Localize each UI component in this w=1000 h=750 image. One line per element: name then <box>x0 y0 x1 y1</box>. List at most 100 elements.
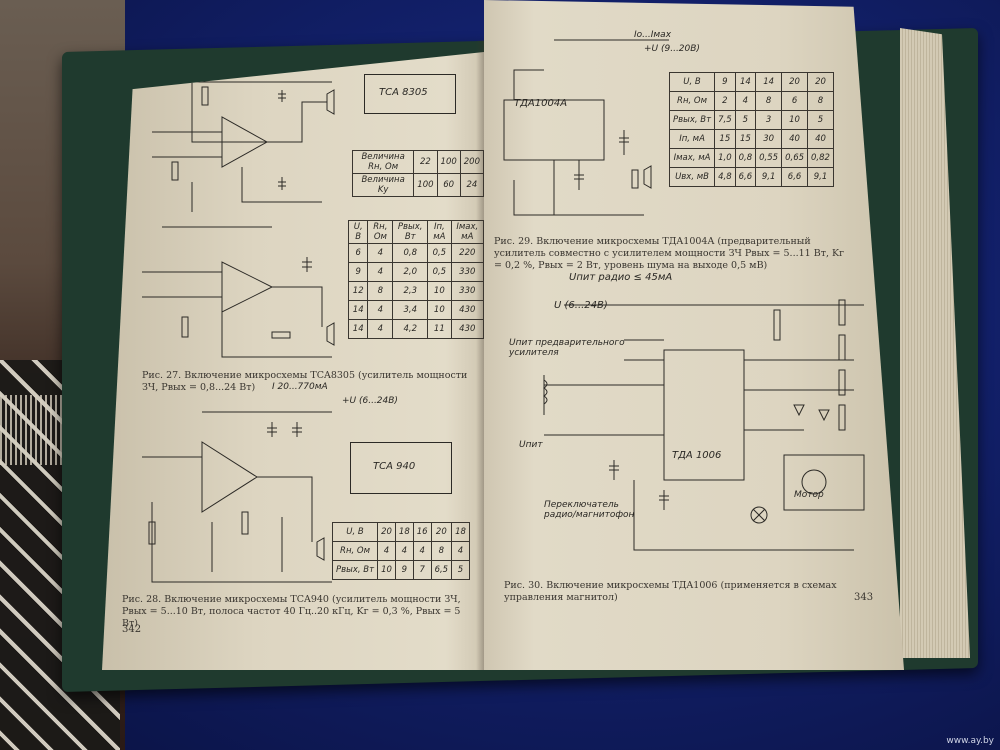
table-cell: 0,5 <box>427 262 452 282</box>
table-cell: 200 <box>459 150 484 174</box>
chip-tca940: TCA 940 <box>350 442 452 494</box>
fig28-caption: Рис. 28. Включение микросхемы TCA940 (ус… <box>122 594 461 629</box>
table-cell: Iп, мА <box>427 220 452 244</box>
table-cell: Rн, Ом <box>367 220 394 244</box>
table-cell: 4 <box>367 319 394 339</box>
table-cell: 6 <box>781 91 809 111</box>
table-cell: 18 <box>451 522 470 542</box>
table-cell: 9,1 <box>755 167 783 187</box>
fig27-caption: Рис. 27. Включение микросхемы TCA8305 (у… <box>142 370 468 393</box>
table-cell: 8 <box>430 541 453 561</box>
chip-tca940-label: TCA 940 <box>373 461 416 472</box>
table-cell: 4 <box>734 91 757 111</box>
table-cell: Величина Rн, Ом <box>351 150 415 174</box>
schematic-fig27 <box>152 81 335 212</box>
radio-power-label: Uпит радио ≤ 45мА <box>569 272 673 283</box>
table-cell: 9,1 <box>807 167 834 187</box>
table-cell: 40 <box>807 129 834 149</box>
chip-tca8305: TCA 8305 <box>364 74 456 114</box>
table-cell: Rн, Ом <box>331 541 379 561</box>
table-cell: Iмах, мА <box>450 220 484 244</box>
table-cell: Величина Kу <box>351 173 415 197</box>
table-cell: 100 <box>413 173 438 197</box>
table-cell: 8 <box>367 281 394 301</box>
table-cell: 15 <box>714 129 736 149</box>
table-cell: 4,8 <box>714 167 736 187</box>
input-supply-label: Uпит <box>519 440 543 450</box>
table-cell: 1,0 <box>714 148 736 168</box>
table-cell: 100 <box>436 150 461 174</box>
table-cell: 16 <box>412 522 432 542</box>
table-cell: 6,5 <box>430 560 453 580</box>
table-cell: 4 <box>451 541 470 561</box>
table-cell: 14 <box>755 72 783 92</box>
table-cell: 6,6 <box>734 167 757 187</box>
watermark: www.ay.by <box>946 736 994 746</box>
motor-label: Мотор <box>794 490 824 500</box>
table-cell: 6,6 <box>781 167 809 187</box>
table-cell: 4 <box>367 243 394 263</box>
table-cell: 10 <box>427 300 452 320</box>
table-cell: 22 <box>413 150 438 174</box>
table-cell: 4,2 <box>392 319 429 339</box>
table-cell: 9 <box>714 72 736 92</box>
table-cell: 15 <box>734 129 757 149</box>
top-current-label: Iо...Iмах <box>634 30 672 40</box>
table-cell: 7 <box>412 560 432 580</box>
table-cell: 20 <box>430 522 453 542</box>
table-cell: 60 <box>436 173 461 197</box>
chip-tda1004a-label: TДA1004A <box>514 98 568 109</box>
preamp-supply-label: Uпит предварительного усилителя <box>509 338 625 358</box>
switch-label: Переключатель радио/магнитофон <box>544 500 635 520</box>
table-cell: Pвых, Вт <box>392 220 429 244</box>
table-cell: 30 <box>755 129 783 149</box>
table-cell: 0,5 <box>427 243 452 263</box>
table-cell: 14 <box>734 72 757 92</box>
table-cell: Iп, мА <box>668 129 716 149</box>
table-cell: Rн, Ом <box>668 91 716 111</box>
table-cell: 7,5 <box>714 110 736 130</box>
table-cell: 12 <box>347 281 369 301</box>
table-cell: 2 <box>714 91 736 111</box>
table-cell: 10 <box>781 110 809 130</box>
table-cell: 0,65 <box>781 148 809 168</box>
page-number-right: 343 <box>854 592 874 603</box>
table-cell: 9 <box>347 262 369 282</box>
voltage-label: +U (6...24В) <box>342 396 398 406</box>
table-cell: 10 <box>427 281 452 301</box>
table-cell: 4 <box>367 300 394 320</box>
table-cell: U, В <box>347 220 369 244</box>
table-cell: 8 <box>807 91 834 111</box>
table-cell: 4 <box>412 541 432 561</box>
table-cell: 2,0 <box>392 262 429 282</box>
fig30-caption: Рис. 30. Включение микросхемы TДA1006 (п… <box>504 580 837 603</box>
table-cell: Iмах, мА <box>668 148 716 168</box>
schematic-fig30 <box>543 299 865 551</box>
table-cell: 4 <box>377 541 396 561</box>
table-cell: 3 <box>755 110 783 130</box>
table-cell: 24 <box>459 173 484 197</box>
page-number-left: 342 <box>122 624 142 635</box>
table-cell: 6 <box>347 243 369 263</box>
table-cell: 5 <box>451 560 470 580</box>
table-cell: 18 <box>394 522 414 542</box>
top-voltage-label: +U (9...20В) <box>644 44 700 54</box>
table-cell: 0,82 <box>807 148 834 168</box>
chip-tda1006-label: TДA 1006 <box>672 450 722 461</box>
table-cell: 5 <box>807 110 834 130</box>
table-cell: U, В <box>668 72 716 92</box>
table-cell: 20 <box>807 72 834 92</box>
table-cell: Pвых, Вт <box>331 560 379 580</box>
table-cell: 9 <box>394 560 414 580</box>
table-cell: 11 <box>427 319 452 339</box>
table-cell: 4 <box>367 262 394 282</box>
table-cell: 20 <box>781 72 809 92</box>
table-cell: 0,8 <box>734 148 757 168</box>
table-cell: 0,55 <box>755 148 783 168</box>
